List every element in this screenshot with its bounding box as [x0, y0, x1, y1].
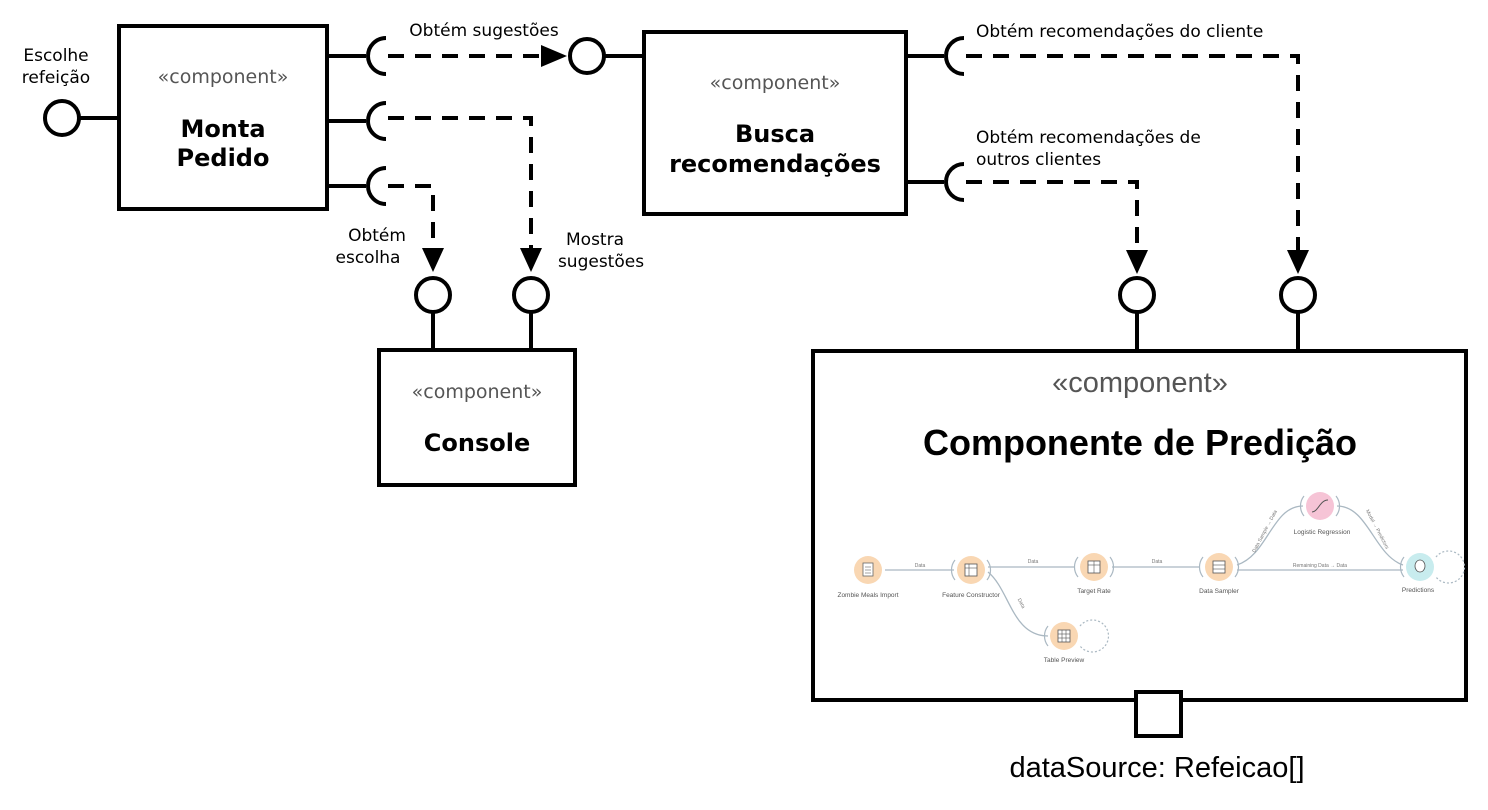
- wf-node-predictions: Predictions: [1399, 550, 1466, 594]
- wf-node-target-rate: Target Rate: [1073, 553, 1115, 595]
- console-provided-interfaces: [414, 276, 550, 350]
- sampler-icon: [1212, 560, 1226, 574]
- predicao-provided-interfaces: [1118, 276, 1317, 351]
- obtem-sugestoes-label: Obtém sugestões: [409, 21, 559, 41]
- wf-node-zombie-meals-import: Zombie Meals Import: [837, 556, 899, 599]
- wf-edge-label-7: Remaining Data → Data: [1293, 563, 1347, 569]
- component-monta-pedido[interactable]: «component» Monta Pedido: [117, 24, 329, 211]
- monta-pedido-stereotype: «component»: [158, 66, 289, 88]
- component-console[interactable]: «component» Console: [377, 348, 577, 487]
- interface-escolhe-refeicao: Escolhe refeição: [22, 46, 119, 137]
- workflow-links: [885, 505, 1404, 637]
- predicao-name: Componente de Predição: [923, 422, 1357, 463]
- monta-pedido-name-line1: Monta: [180, 115, 265, 143]
- busca-provided-interface: [568, 37, 644, 75]
- wf-node-label-target: Target Rate: [1077, 588, 1111, 595]
- escolhe-refeicao-label-line2: refeição: [22, 68, 90, 88]
- wf-node-feature-constructor: Feature Constructor: [942, 556, 1001, 599]
- wf-node-label-feature: Feature Constructor: [942, 592, 1001, 599]
- predicao-stereotype: «component»: [1052, 367, 1228, 399]
- component-busca-recomendacoes[interactable]: «component» Busca recomendações: [642, 30, 908, 216]
- obtem-recomendacoes-outros-label-line2: outros clientes: [976, 150, 1101, 170]
- component-componente-de-predicao[interactable]: «component» Componente de Predição: [811, 349, 1468, 702]
- mostra-sugestoes-label-line2: sugestões: [558, 252, 644, 272]
- crystal-ball-icon: [1414, 559, 1426, 573]
- required-interface-sockets-busca: [906, 36, 965, 202]
- port-data-source[interactable]: dataSource: Refeicao[]: [1009, 690, 1305, 784]
- console-name: Console: [424, 429, 530, 457]
- wf-node-label-sampler: Data Sampler: [1199, 588, 1240, 595]
- file-icon: [862, 562, 874, 577]
- obtem-escolha-label-line1: Obtém: [348, 226, 406, 246]
- busca-stereotype: «component»: [710, 72, 841, 94]
- wf-node-label-table: Table Preview: [1044, 657, 1085, 664]
- dependency-obtem-recomendacoes-outros: Obtém recomendações de outros clientes: [966, 128, 1201, 274]
- monta-pedido-name-line2: Pedido: [177, 144, 270, 172]
- obtem-escolha-label-line2: escolha: [336, 248, 401, 268]
- wf-node-label-predictions: Predictions: [1402, 587, 1435, 594]
- wf-node-table-preview: Table Preview: [1044, 619, 1110, 664]
- table-icon: [964, 563, 978, 577]
- table-icon: [1057, 629, 1071, 643]
- wf-node-label-zombie: Zombie Meals Import: [837, 592, 898, 599]
- dependency-obtem-recomendacoes-cliente: Obtém recomendações do cliente: [966, 22, 1309, 274]
- wf-edge-label-1: Data: [915, 563, 926, 569]
- busca-name-line2: recomendações: [669, 150, 881, 178]
- obtem-recomendacoes-cliente-label: Obtém recomendações do cliente: [976, 22, 1263, 42]
- dependency-obtem-sugestoes: Obtém sugestões: [388, 21, 567, 67]
- busca-name-line1: Busca: [735, 120, 815, 148]
- dependency-obtem-escolha: Obtém escolha: [336, 184, 444, 272]
- required-interface-sockets-monta-pedido: [327, 36, 387, 206]
- wf-edge-label-2: Data: [1028, 559, 1039, 565]
- console-stereotype: «component»: [412, 381, 543, 403]
- wf-node-logistic-regression: Logistic Regression: [1294, 492, 1351, 536]
- sigmoid-icon: [1311, 499, 1329, 513]
- escolhe-refeicao-label-line1: Escolhe: [23, 46, 88, 66]
- wf-edge-label-3: Data: [1016, 597, 1026, 609]
- wf-node-label-logistic: Logistic Regression: [1294, 529, 1351, 536]
- obtem-recomendacoes-outros-label-line1: Obtém recomendações de: [976, 128, 1201, 148]
- port-data-source-label: dataSource: Refeicao[]: [1009, 752, 1304, 784]
- wf-edge-label-4: Data: [1152, 559, 1163, 565]
- dependency-mostra-sugestoes: Mostra sugestões: [388, 116, 644, 272]
- wf-node-data-sampler: Data Sampler: [1198, 553, 1240, 595]
- mostra-sugestoes-label-line1: Mostra: [566, 230, 624, 250]
